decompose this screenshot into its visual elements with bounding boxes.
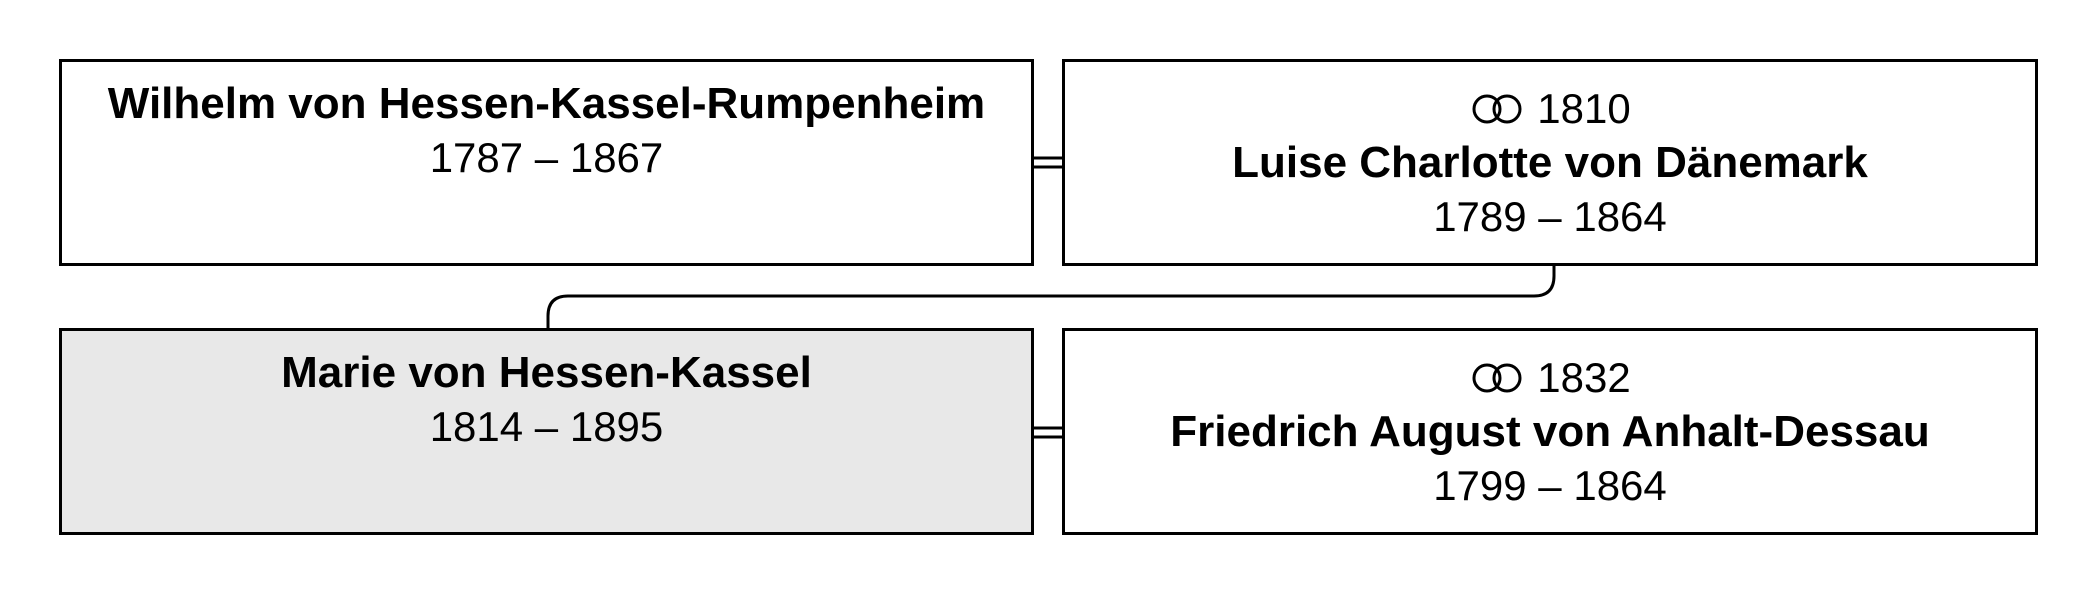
wedding-rings-icon — [1472, 363, 1522, 393]
spouse-dates: 1799 – 1864 — [1433, 462, 1667, 509]
person-box-marie[interactable]: Marie von Hessen-Kassel 1814 – 1895 — [59, 328, 1034, 535]
marriage-info: 1832 — [1469, 351, 1631, 405]
wedding-rings-icon — [1472, 94, 1522, 124]
person-name: Wilhelm von Hessen-Kassel-Rumpenheim — [107, 79, 986, 128]
parent-child-connector — [546, 265, 1556, 328]
spouse-box-luise[interactable]: 1810 Luise Charlotte von Dänemark 1789 –… — [1062, 59, 2038, 266]
spouse-name: Friedrich August von Anhalt-Dessau — [1170, 407, 1930, 456]
person-dates: 1787 – 1867 — [429, 134, 664, 181]
spouse-name: Luise Charlotte von Dänemark — [1232, 138, 1868, 187]
marriage-info: 1810 — [1469, 82, 1631, 136]
person-name: Marie von Hessen-Kassel — [281, 348, 812, 397]
marriage-year: 1832 — [1537, 354, 1631, 401]
marriage-year: 1810 — [1537, 85, 1631, 132]
person-dates: 1814 – 1895 — [429, 403, 664, 450]
person-box-wilhelm[interactable]: Wilhelm von Hessen-Kassel-Rumpenheim 178… — [59, 59, 1034, 266]
spouse-dates: 1789 – 1864 — [1433, 193, 1667, 240]
spouse-box-friedrich[interactable]: 1832 Friedrich August von Anhalt-Dessau … — [1062, 328, 2038, 535]
